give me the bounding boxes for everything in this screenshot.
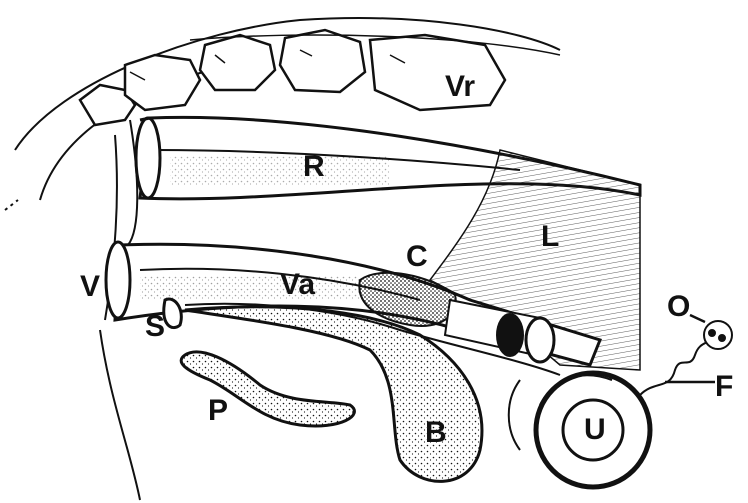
- label-vr: Vr: [445, 72, 475, 102]
- label-r: R: [303, 152, 325, 182]
- label-c: C: [406, 242, 428, 272]
- uterine-horn: [509, 373, 650, 487]
- bladder: [185, 307, 482, 482]
- label-v: V: [80, 272, 100, 302]
- label-s: S: [145, 312, 165, 342]
- label-o: O: [667, 292, 690, 322]
- label-u: U: [584, 415, 606, 445]
- label-l: L: [541, 222, 559, 252]
- label-f: F: [715, 372, 733, 402]
- vertebrae: [80, 30, 505, 125]
- label-b: B: [425, 418, 447, 448]
- label-va: Va: [280, 270, 315, 300]
- label-p: P: [208, 396, 228, 426]
